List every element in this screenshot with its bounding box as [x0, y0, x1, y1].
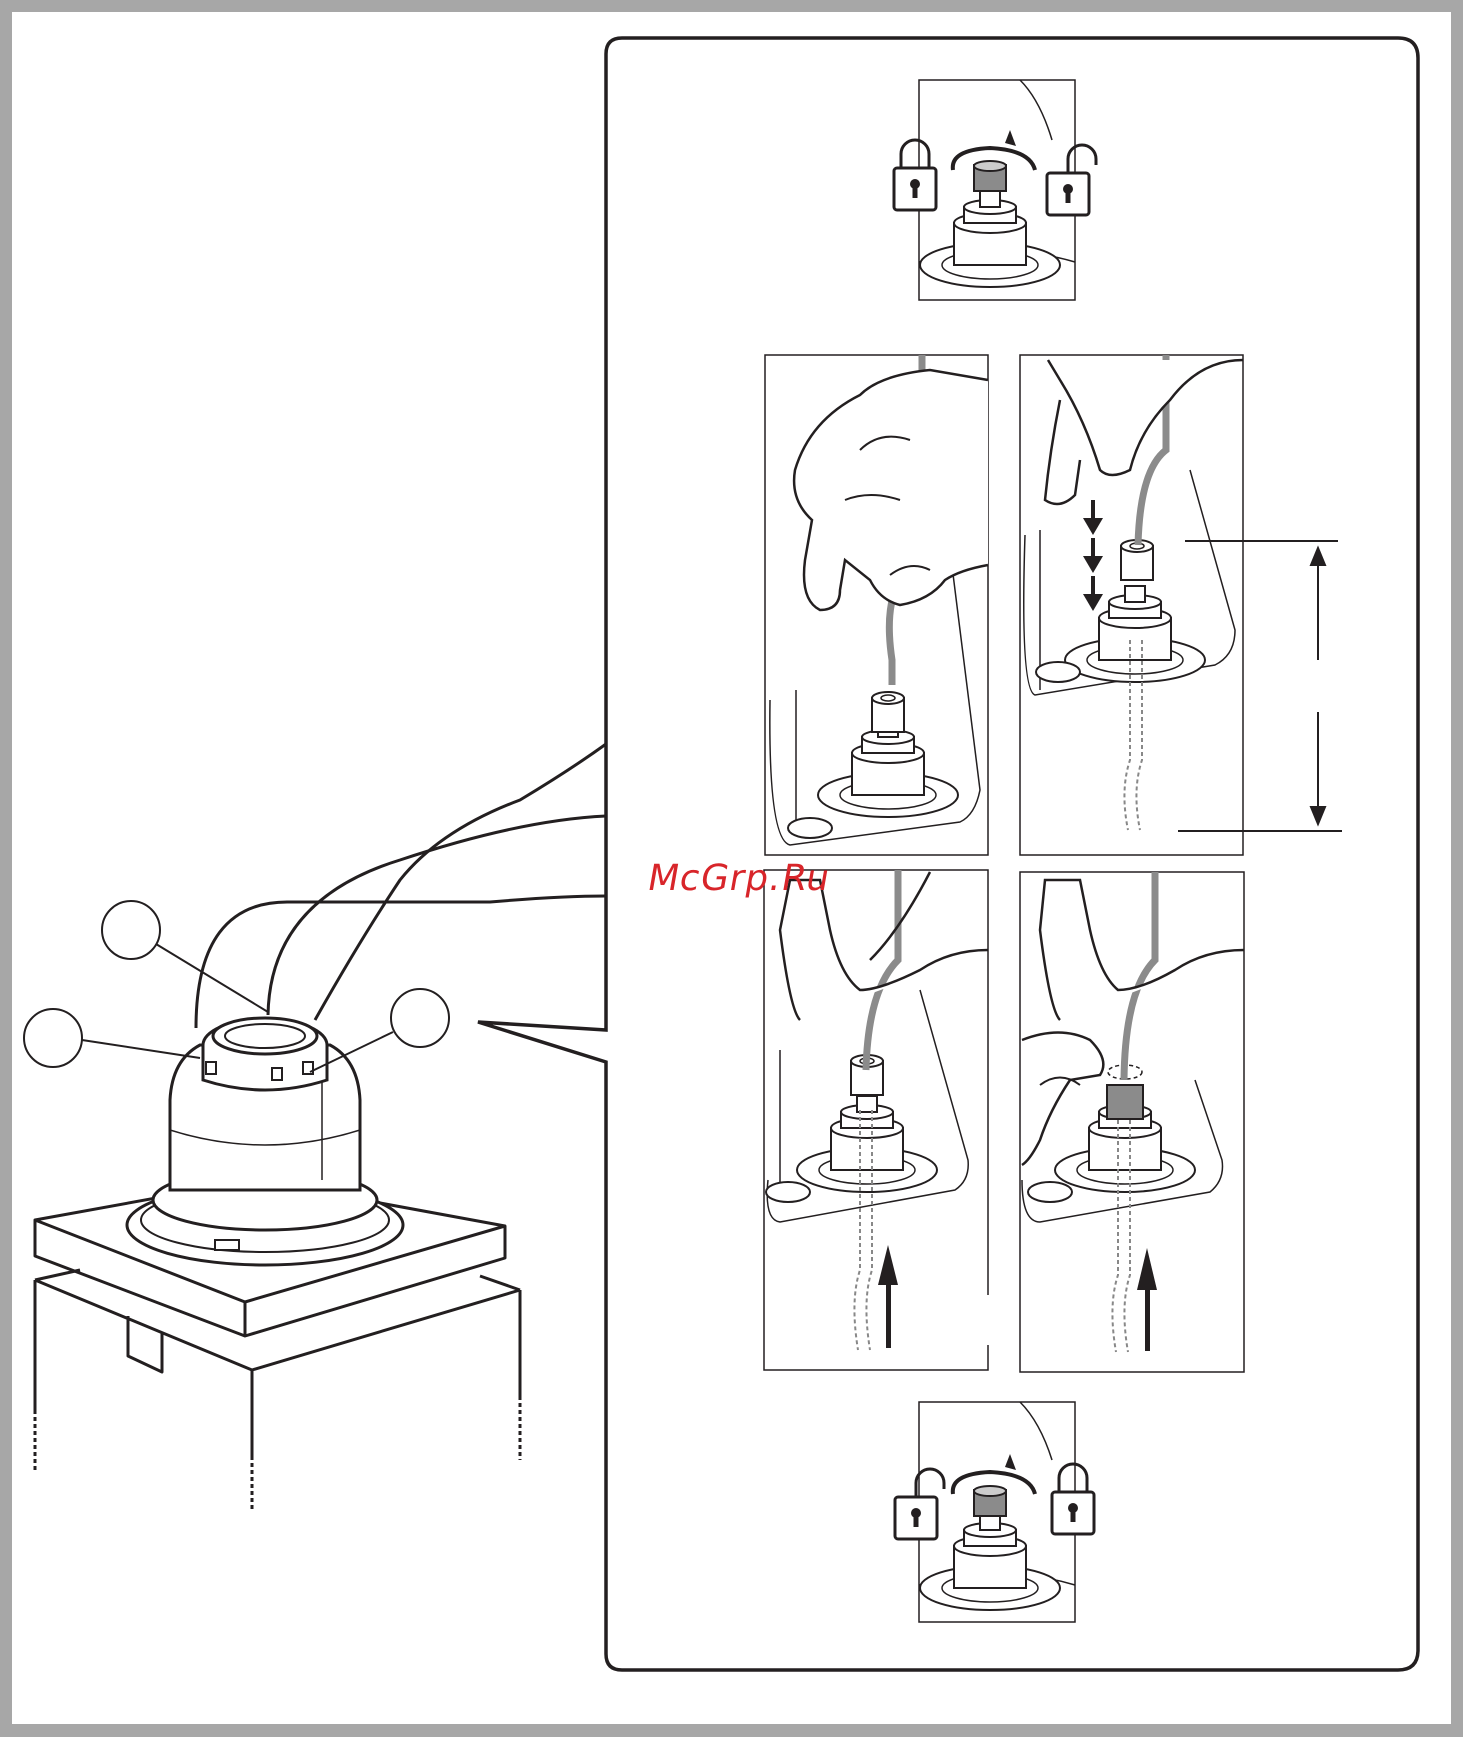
callout-2 [24, 1009, 82, 1067]
dome-unit [127, 1018, 403, 1265]
step-pull-up [764, 870, 992, 1370]
cables [196, 744, 606, 1028]
step-insert-rod [765, 355, 988, 855]
callout-1 [102, 901, 160, 959]
step-hold-and-pull [1020, 872, 1244, 1372]
callout-3 [391, 989, 449, 1047]
diagram-sheet: McGrp.Ru [12, 12, 1451, 1724]
watermark-text: McGrp.Ru [644, 858, 833, 899]
step-unlock-collar [894, 80, 1096, 300]
step-lock-collar [895, 1402, 1094, 1622]
